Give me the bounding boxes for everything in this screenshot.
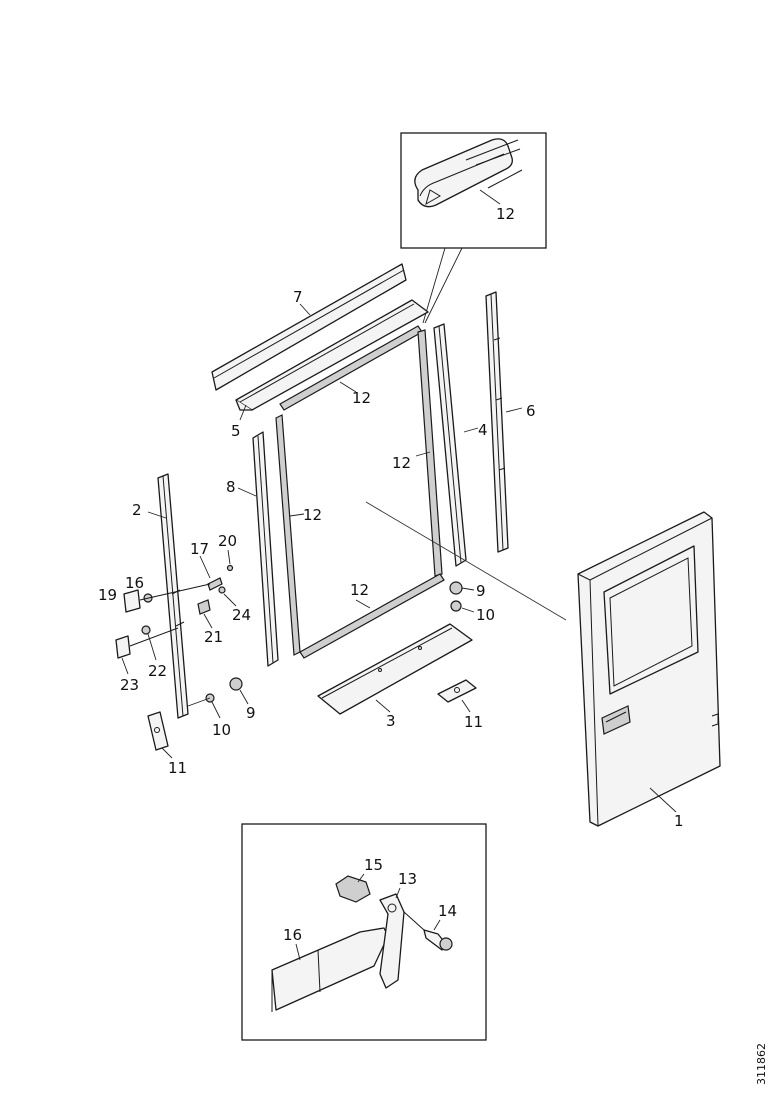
callout-20: 20 bbox=[218, 532, 237, 550]
part-9-nut-left bbox=[229, 677, 243, 691]
part-23-plate bbox=[115, 635, 131, 659]
part-12-left-seal bbox=[275, 414, 301, 656]
callout-9-left: 9 bbox=[246, 704, 256, 722]
callout-10-right: 10 bbox=[476, 606, 495, 624]
callout-16-detail: 16 bbox=[283, 926, 302, 944]
callout-24: 24 bbox=[232, 606, 251, 624]
detail-box-handle: 16 15 13 14 bbox=[241, 823, 487, 1041]
part-4-right-profile bbox=[433, 323, 467, 567]
part-7-top-cover bbox=[211, 263, 407, 391]
part-11-bracket-left bbox=[147, 711, 169, 751]
callout-9-right: 9 bbox=[476, 582, 486, 600]
callout-11-left: 11 bbox=[168, 759, 187, 777]
callout-6: 6 bbox=[526, 402, 536, 420]
callout-23: 23 bbox=[120, 676, 139, 694]
callout-12-right: 12 bbox=[392, 454, 411, 472]
callout-15: 15 bbox=[364, 856, 383, 874]
callout-13: 13 bbox=[398, 870, 417, 888]
part-13-lever bbox=[379, 893, 405, 989]
part-22-washer bbox=[141, 625, 151, 635]
callout-11-right: 11 bbox=[464, 713, 483, 731]
callout-12-bottom: 12 bbox=[350, 581, 369, 599]
seal-profile-detail bbox=[414, 138, 523, 208]
part-8-left-profile bbox=[252, 431, 279, 667]
part-12-right-seal bbox=[417, 329, 443, 577]
callout-14: 14 bbox=[438, 902, 457, 920]
part-14-bolt bbox=[423, 929, 453, 951]
part-21-block bbox=[197, 599, 211, 615]
callout-2: 2 bbox=[132, 501, 142, 519]
part-12-bottom-seal bbox=[299, 573, 445, 659]
callout-5: 5 bbox=[231, 422, 241, 440]
callout-17: 17 bbox=[190, 540, 209, 558]
callout-22: 22 bbox=[148, 662, 167, 680]
assembly-axis bbox=[365, 501, 567, 621]
part-11-bracket-right bbox=[437, 679, 477, 703]
part-1-door-panel bbox=[577, 511, 721, 827]
detail-box-seal-profile: 12 bbox=[400, 132, 547, 249]
callout-4: 4 bbox=[478, 421, 488, 439]
callout-8: 8 bbox=[226, 478, 236, 496]
callout-16-hinge: 16 bbox=[125, 574, 144, 592]
part-24-nut bbox=[218, 586, 226, 594]
part-6-right-trim bbox=[485, 291, 509, 553]
part-19-plate bbox=[123, 589, 141, 613]
drawing-number: 311862 bbox=[755, 1043, 768, 1085]
callout-3: 3 bbox=[386, 712, 396, 730]
part-15-clip bbox=[335, 875, 371, 903]
callout-21: 21 bbox=[204, 628, 223, 646]
part-5-top-rail bbox=[235, 299, 429, 411]
part-17-screw bbox=[207, 577, 223, 591]
part-20-nut bbox=[226, 564, 234, 572]
callout-7: 7 bbox=[293, 288, 303, 306]
part-9-nut-right bbox=[449, 581, 463, 595]
callout-1: 1 bbox=[674, 812, 684, 830]
callout-19: 19 bbox=[98, 586, 117, 604]
callout-12-left: 12 bbox=[303, 506, 322, 524]
part-2-hinge-strip bbox=[157, 473, 189, 719]
door-window bbox=[603, 545, 699, 695]
callout-12-detail: 12 bbox=[496, 205, 515, 223]
part-3-bottom-rail bbox=[317, 623, 473, 715]
callout-12-top: 12 bbox=[352, 389, 371, 407]
detail-pointer bbox=[422, 247, 463, 324]
hinge-hardware-group bbox=[115, 564, 234, 659]
callout-10-left: 10 bbox=[212, 721, 231, 739]
part-10-washer-right bbox=[450, 600, 462, 612]
